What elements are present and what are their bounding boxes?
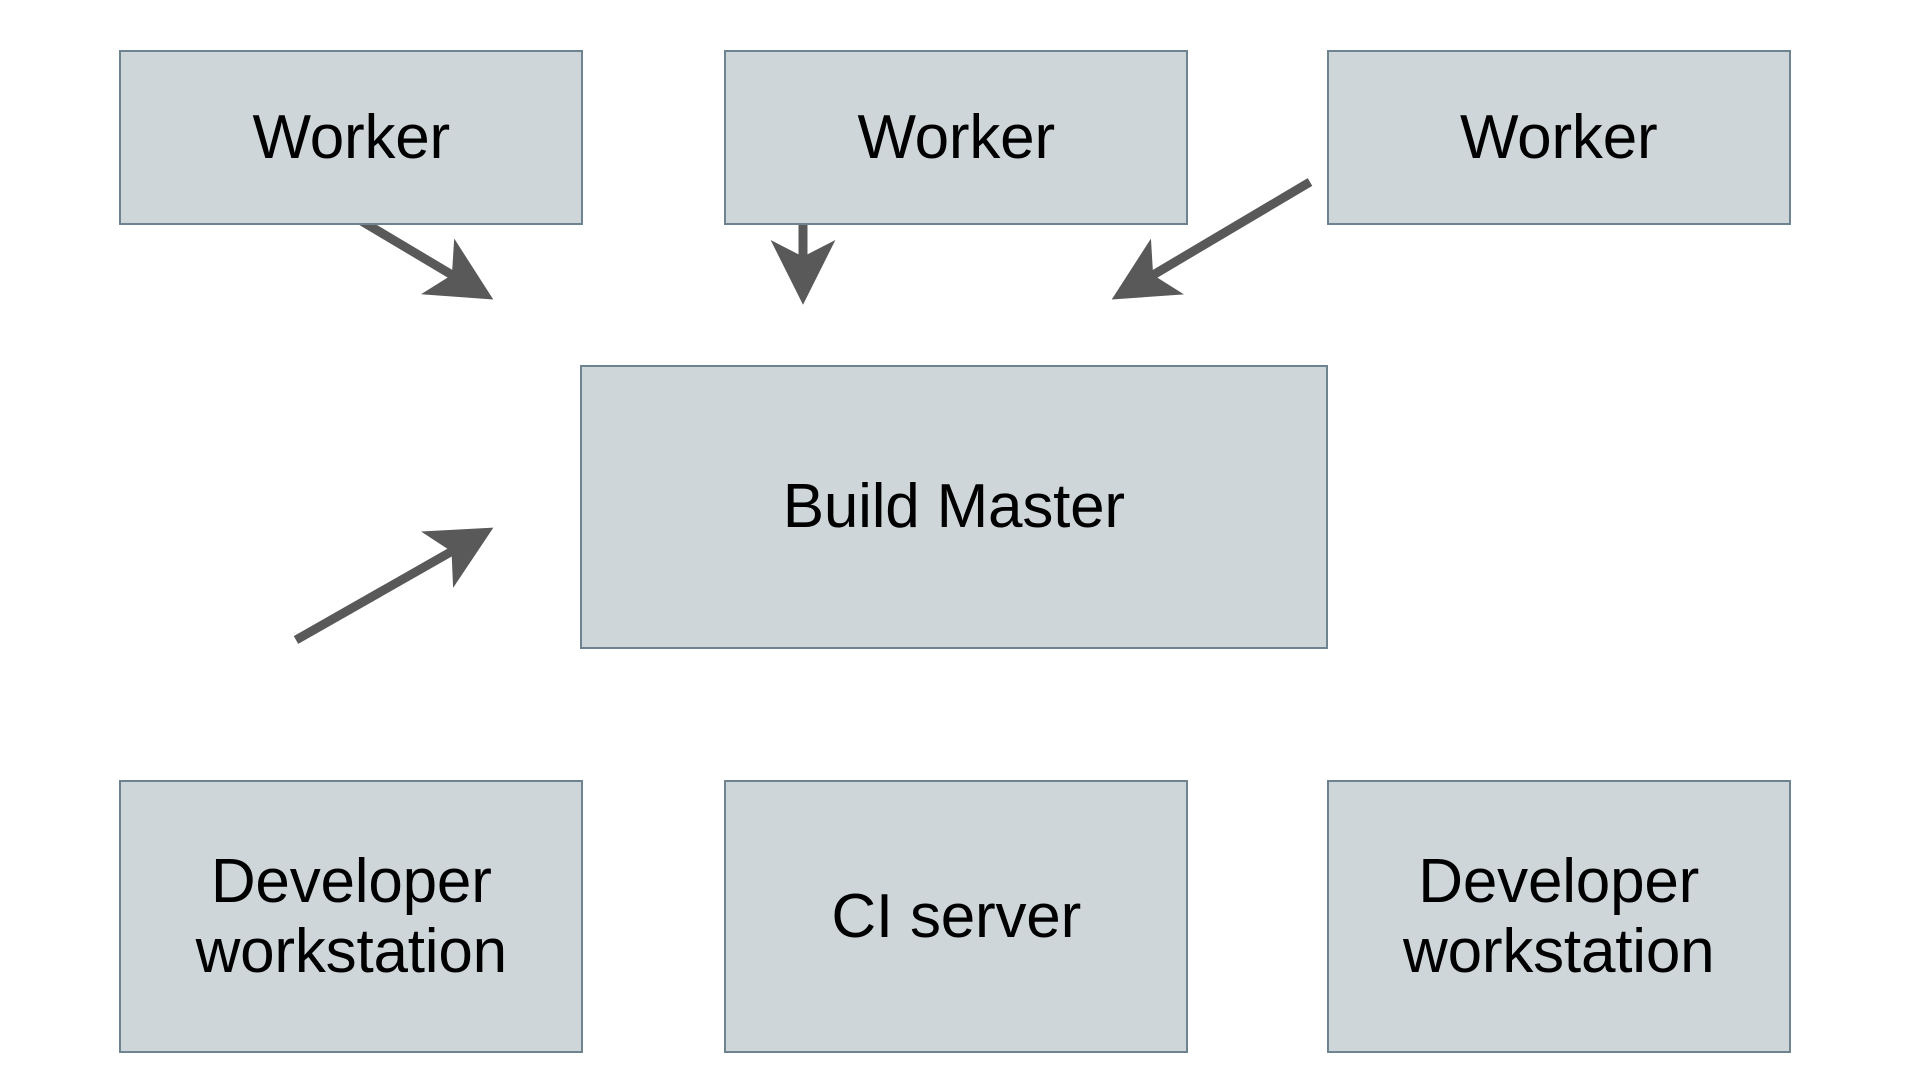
node-worker-1[interactable]: Worker xyxy=(119,50,584,226)
node-worker-2[interactable]: Worker xyxy=(723,50,1189,226)
node-developer-workstation-right-label: Developer workstation xyxy=(1403,847,1715,986)
node-developer-workstation-left[interactable]: Developer workstation xyxy=(119,780,584,1054)
node-worker-1-label: Worker xyxy=(252,103,451,173)
node-worker-3[interactable]: Worker xyxy=(1326,50,1791,226)
node-build-master[interactable]: Build Master xyxy=(579,364,1328,650)
arrow-developer-workstation-left-to-build-master xyxy=(293,527,494,644)
node-worker-3-label: Worker xyxy=(1459,103,1658,173)
node-build-master-label: Build Master xyxy=(782,472,1125,542)
node-developer-workstation-left-label: Developer workstation xyxy=(195,847,508,986)
node-developer-workstation-right[interactable]: Developer workstation xyxy=(1326,780,1791,1054)
node-ci-server[interactable]: CI server xyxy=(723,780,1189,1054)
node-worker-2-label: Worker xyxy=(857,103,1055,173)
node-ci-server-label: CI server xyxy=(831,881,1082,951)
